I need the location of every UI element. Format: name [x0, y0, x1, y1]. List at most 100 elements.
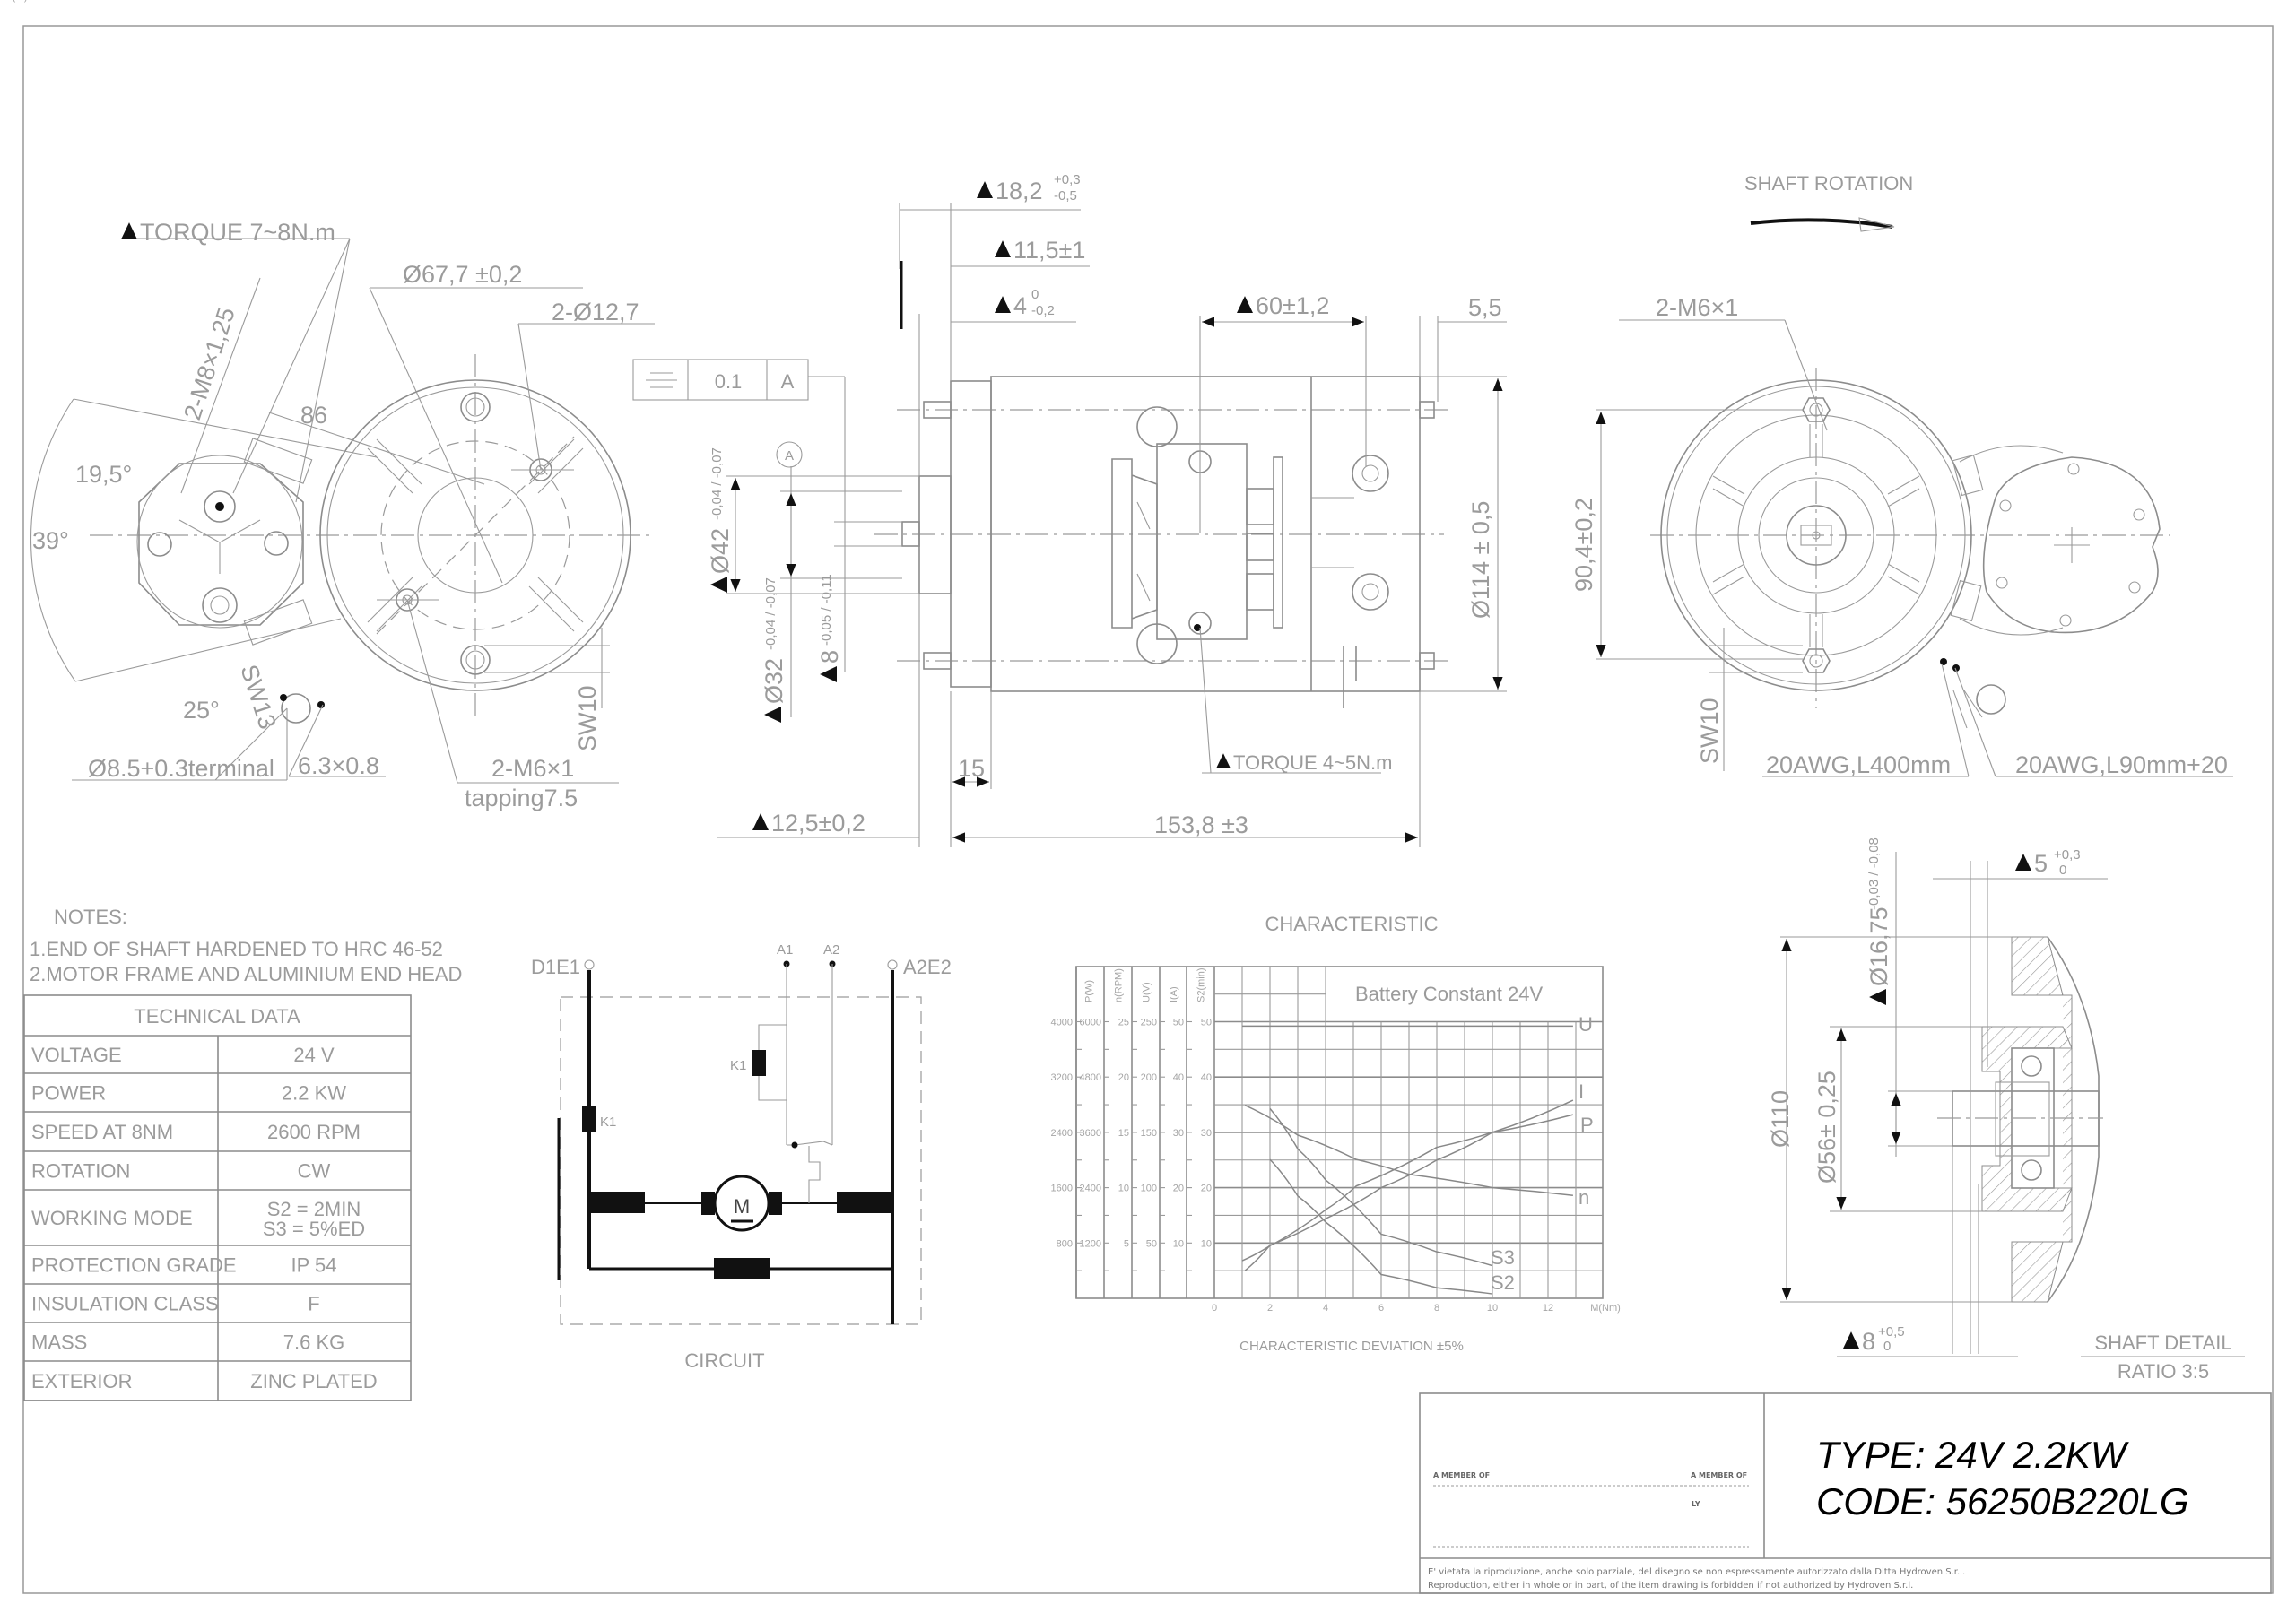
critical-dimension-icon — [977, 181, 993, 198]
dim-5-5: 5,5 — [1468, 294, 1502, 321]
datum-reference: A — [781, 370, 795, 393]
dim-m6: 2-M6×1 — [491, 755, 574, 782]
dim-5-tol-lower: 0 — [2059, 863, 2066, 878]
x-tick-label: 4 — [1323, 1303, 1328, 1314]
initials: LY — [1692, 1500, 1700, 1508]
torque-label: TORQUE 7~8N.m — [140, 219, 335, 246]
critical-dimension-icon — [752, 813, 769, 830]
dim-8: 8 — [816, 650, 843, 664]
dim-tab: 6.3×0.8 — [298, 752, 379, 779]
dim-4-tol-upper: 0 — [1031, 287, 1039, 302]
field-winding-symbol — [589, 1192, 645, 1213]
y-tick-label: 30 — [1173, 1128, 1184, 1139]
y-tick-label: 40 — [1173, 1072, 1184, 1083]
title-block: A MEMBER OF A MEMBER OF LY TYPE: 24V 2.2… — [1419, 1392, 2272, 1594]
brush-symbol — [769, 1192, 782, 1215]
dim-11-5: 11,5±1 — [1013, 237, 1085, 264]
dim-holes-12-7: 2-Ø12,7 — [552, 299, 639, 325]
dim-90-4: 90,4±0,2 — [1570, 498, 1597, 592]
y-tick-label: 1600 — [1051, 1184, 1073, 1194]
side-view: 18,2 +0,3 -0,5 11,5±1 4 0 -0,2 60±1,2 5,… — [632, 172, 1507, 847]
dim-8-tol-upper: +0,5 — [1878, 1324, 1905, 1340]
dim-dia-114: Ø114 ± 0,5 — [1467, 501, 1494, 619]
circuit-diagram: D1E1 A2E2 A1 A2 K1 K1 M CIRCUIT — [531, 942, 952, 1372]
series-label-P: P — [1580, 1114, 1594, 1136]
axis-header-label: I(A) — [1169, 986, 1179, 1002]
axis-header-label: S3(%) ED=10min — [0, 0, 76, 3]
x-tick-label: 0 — [1212, 1303, 1217, 1314]
dim-8-shaft: 8 — [1862, 1328, 1875, 1355]
terminal-a2e2: A2E2 — [903, 956, 952, 978]
critical-dimension-icon — [1843, 1331, 1859, 1349]
axis-header-label: n(RPM) — [1114, 968, 1125, 1002]
y-tick-label: 4800 — [1080, 1072, 1101, 1083]
x-tick-label: 6 — [1378, 1303, 1384, 1314]
critical-dimension-icon — [1869, 989, 1886, 1005]
series-label-S2: S2 — [1491, 1271, 1515, 1294]
y-tick-label: 1200 — [1080, 1238, 1101, 1249]
sheet-border — [22, 25, 2274, 1594]
dim-18-2-tol-upper: +0,3 — [1054, 172, 1081, 187]
y-tick-label: 30 — [1201, 1128, 1212, 1139]
table-row-label: EXTERIOR — [31, 1370, 132, 1392]
dim-angle-19-5: 19,5° — [75, 461, 132, 488]
k1-coil-symbol — [752, 1050, 766, 1076]
table-row-value: S2 = 2MIN — [267, 1198, 361, 1220]
dim-8-tol: -0,05 / -0,11 — [819, 574, 834, 646]
series-winding-symbol — [714, 1258, 770, 1279]
k1-coil-label: K1 — [730, 1058, 746, 1073]
y-tick-label: 2400 — [1080, 1184, 1101, 1194]
dim-dia-16-75: Ø16,75 — [1866, 906, 1892, 986]
dim-sw10: SW10 — [574, 685, 601, 751]
dim-15: 15 — [958, 755, 985, 782]
table-row-value: 24 V — [293, 1044, 335, 1066]
dim-terminal: Ø8.5+0.3terminal — [88, 755, 274, 782]
note-item: 2.MOTOR FRAME AND ALUMINIUM END HEAD — [30, 963, 462, 985]
y-tick-label: 10 — [1173, 1238, 1184, 1249]
wire-label-400: 20AWG,L400mm — [1766, 751, 1951, 778]
x-tick-label: 8 — [1434, 1303, 1439, 1314]
notes: NOTES: 1.END OF SHAFT HARDENED TO HRC 46… — [30, 906, 462, 985]
table-row-value: S3 = 5%ED — [263, 1218, 365, 1240]
shaft-detail-ratio: RATIO 3:5 — [2118, 1360, 2209, 1383]
y-tick-label: 3200 — [1051, 1072, 1073, 1083]
table-row-label: POWER — [31, 1082, 106, 1105]
motor-label: M — [734, 1195, 750, 1218]
y-tick-label: 20 — [1201, 1184, 1212, 1194]
table-row-label: ROTATION — [31, 1160, 130, 1183]
x-axis-label: M(Nm) — [1590, 1303, 1621, 1314]
table-row-value: ZINC PLATED — [250, 1370, 377, 1392]
table-row-value: 2.2 KW — [282, 1082, 346, 1105]
dim-18-2-tol-lower: -0,5 — [1054, 188, 1077, 204]
y-tick-label: 3600 — [1080, 1128, 1101, 1139]
end-view-left: TORQUE 7~8N.m Ø67,7 ±0,2 2-Ø12,7 2-M8×1,… — [30, 219, 655, 811]
critical-dimension-icon — [995, 296, 1011, 313]
y-tick-label: 2400 — [1051, 1128, 1073, 1139]
notice-italian: E' vietata la riproduzione, anche solo p… — [1428, 1567, 1965, 1577]
dim-angle-39: 39° — [32, 527, 69, 554]
table-row-label: INSULATION CLASS — [31, 1293, 219, 1315]
y-tick-label: 100 — [1141, 1184, 1157, 1194]
wire-label-90: 20AWG,L90mm+20 — [2015, 751, 2228, 778]
dim-dia-56: Ø56± 0,25 — [1813, 1071, 1840, 1184]
dim-dia-110: Ø110 — [1767, 1090, 1794, 1148]
y-tick-label: 4000 — [1051, 1018, 1073, 1028]
dim-60: 60±1,2 — [1256, 292, 1329, 319]
critical-dimension-icon — [820, 666, 837, 682]
series-line-S3 — [1269, 1107, 1493, 1267]
y-tick-label: 150 — [1141, 1128, 1157, 1139]
y-tick-label: 800 — [1057, 1238, 1073, 1249]
y-tick-label: 20 — [1118, 1072, 1129, 1083]
end-view-right: SHAFT ROTATION — [1570, 172, 2233, 778]
y-tick-label: 40 — [1201, 1072, 1212, 1083]
series-label-I: I — [1578, 1080, 1584, 1103]
table-row-label: VOLTAGE — [31, 1044, 122, 1066]
y-tick-label: 10 — [1118, 1184, 1129, 1194]
table-row-value: 7.6 KG — [283, 1331, 344, 1354]
y-tick-label: 5 — [1124, 1238, 1129, 1249]
x-tick-label: 10 — [1487, 1303, 1498, 1314]
dim-12-5: 12,5±0,2 — [771, 810, 865, 837]
table-row-label: SPEED AT 8NM — [31, 1121, 173, 1143]
dim-tapping: tapping7.5 — [465, 785, 578, 811]
axis-header-label: U(V) — [1142, 982, 1152, 1002]
